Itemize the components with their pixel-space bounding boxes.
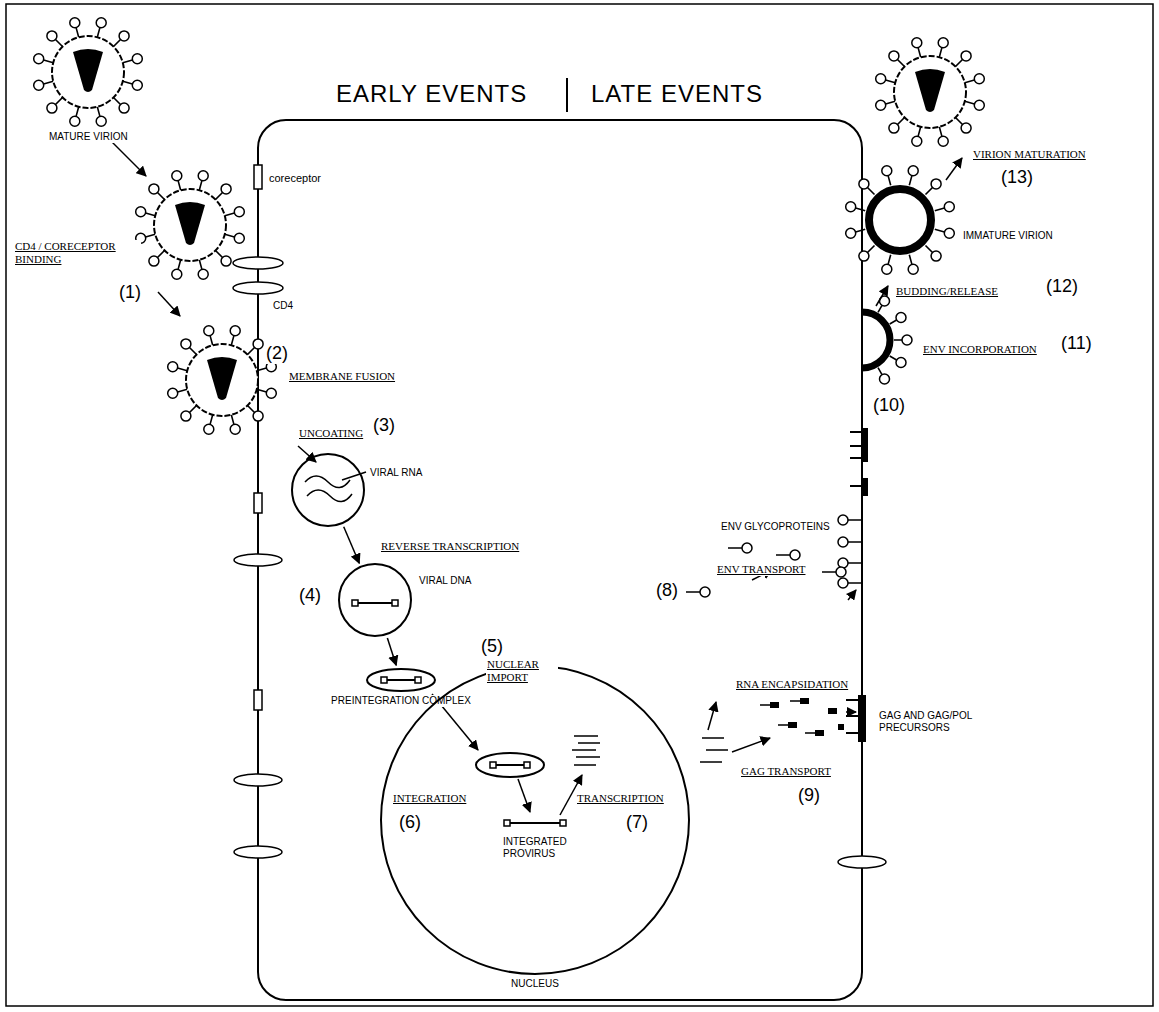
step-name: GAG TRANSPORT [740,765,832,778]
node-label: VIRAL DNA [418,575,472,587]
figure-label: IMMATURE VIRION [962,230,1054,242]
step-name: CD4 / CORECEPTOR BINDING [14,240,141,265]
step-name: BUDDING/RELEASE [895,285,999,298]
budding-virion [862,296,912,384]
nuclear-complex [476,753,544,777]
part-label: GAG AND GAG/POL PRECURSORS [878,710,990,733]
node-label: VIRAL RNA [369,467,423,479]
node-label: PREINTEGRATION COMPLEX [330,695,472,707]
node-outline [291,453,365,527]
callout-number: (3) [372,415,396,436]
env-glycoproteins [686,543,846,597]
step-arrow [387,638,396,665]
step-name: TRANSCRIPTION [576,792,665,805]
figure-label: MATURE VIRION [48,131,129,143]
step-name: ENV INCORPORATION [922,343,1038,356]
preintegration-oval: PREINTEGRATION COMPLEX [366,668,436,692]
callout-number: (1) [118,282,142,303]
callout-number: (13) [1000,167,1034,188]
outline-ellipse [339,564,411,636]
outline-ellipse [292,454,364,526]
node-outline [366,668,436,692]
part-label: CD4 [272,300,294,312]
node-outline [338,563,412,637]
dna-circle: VIRAL DNA [338,563,412,637]
callout-number: (12) [1045,276,1079,297]
step-name: INTEGRATION [392,792,467,805]
transcripts [572,736,728,765]
receptors [233,165,886,868]
step-name: UNCOATING [298,427,364,440]
cell-membrane [258,120,862,1000]
step-name: NUCLEAR IMPORT [486,658,558,683]
node-label: NUCLEUS [510,978,560,990]
part-label: INTEGRATED PROVIRUS [502,836,584,859]
step-name: VIRION MATURATION [972,148,1087,161]
callout-number: (4) [298,585,322,606]
gag-precursors [760,698,844,736]
section-heading: EARLY EVENTS [335,80,528,108]
callout-number: (6) [398,812,422,833]
viral-rna [305,472,366,502]
callout-number: (10) [872,395,906,416]
step-arrow [344,527,360,563]
provirus [504,820,566,826]
rna-circle: VIRAL RNA [291,453,365,527]
section-heading: LATE EVENTS [590,80,764,108]
step-name: ENV TRANSPORT [716,563,806,576]
divider [566,78,568,112]
step-name: MEMBRANE FUSION [288,370,396,383]
step-arrows [110,140,962,815]
callout-number: (7) [625,812,649,833]
callout-number: (2) [265,343,289,364]
frame [6,4,1153,1006]
callout-number: (9) [797,785,821,806]
callout-number: (8) [655,580,679,601]
callout-number: (11) [1060,333,1093,354]
outline-ellipse [381,666,689,974]
step-name: RNA ENCAPSIDATION [735,678,849,691]
viral-dna [352,600,398,606]
part-label: ENV GLYCOPROTEINS [720,521,831,533]
complex-dna [381,677,421,683]
outline-ellipse [367,669,435,691]
part-label: coreceptor [268,172,322,185]
membrane-proteins [838,428,868,742]
step-name: REVERSE TRANSCRIPTION [380,540,520,553]
callout-number: (5) [480,636,504,657]
